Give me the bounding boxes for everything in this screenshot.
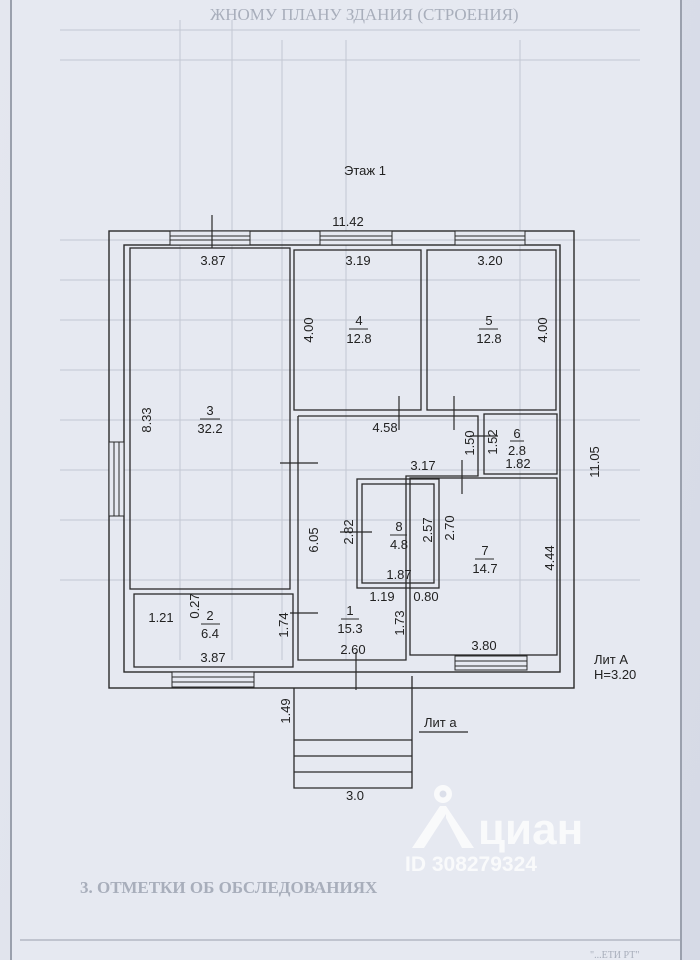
dim-porch-depth: 1.49 [278,698,293,723]
cian-watermark: циан ID 308279324 [405,785,583,876]
dim-overall-depth: 11.05 [587,446,602,478]
interior-walls [129,247,558,668]
dim-room1-right: 1.73 [392,610,407,635]
room-labels: 3 32.2 4 12.8 5 12.8 6 2.8 7 14.7 8 4.8 … [197,313,526,641]
dim-room6-bottom: 1.82 [505,456,530,471]
room-1-area: 15.3 [337,621,362,636]
dim-room3-side: 8.33 [139,407,154,432]
dim-room7-bottom: 3.80 [471,638,496,653]
dim-overall-width: 11.42 [332,214,364,229]
ghost-corner-text: "...ЕТИ РТ" [590,950,639,960]
ghost-header-text: ЖНОМУ ПЛАНУ ЗДАНИЯ (СТРОЕНИЯ) [210,5,519,24]
dim-room8-bottom: 1.87 [386,567,411,582]
room-3-number: 3 [206,403,213,418]
dim-room2-b: 0.27 [187,593,202,618]
porch [293,676,468,789]
dim-room4-side: 4.00 [301,317,316,342]
room-2-area: 6.4 [201,626,219,641]
room-6-area: 2.8 [508,443,526,458]
window-top-middle [319,230,393,246]
dim-room1-small-a: 1.19 [369,589,394,604]
dim-room7-side-a: 1.50 [462,430,477,455]
door-marks [211,215,498,690]
dimension-labels: 11.42 3.87 3.19 3.20 4.58 1.82 3.17 1.87… [148,214,530,803]
dim-room2-bottom: 3.87 [200,650,225,665]
window-bottom-left [171,671,255,688]
room-3-area: 32.2 [197,421,222,436]
dim-room7-top: 3.17 [410,458,435,473]
watermark-id: ID 308279324 [405,853,537,876]
floor-title: Этаж 1 [344,163,386,178]
dim-room8-right: 2.57 [420,517,435,542]
room-4-number: 4 [355,313,362,328]
room-6-number: 6 [513,426,520,441]
dim-room6-side: 1.52 [485,429,500,454]
dim-porch-width: 3.0 [346,788,364,803]
lit-a-upper-label: Лит А [594,652,628,667]
dim-room1-small-b: 0.80 [413,589,438,604]
room-7-area: 14.7 [472,561,497,576]
dimension-labels-vertical: 8.33 4.00 4.00 11.05 1.52 1.50 2.70 4.44… [139,317,602,723]
ghost-bottom-text: 3. ОТМЕТКИ ОБ ОБСЛЕДОВАНИЯХ [80,878,378,897]
room-1-number: 1 [346,603,353,618]
window-top-left [169,230,251,246]
room-5-area: 12.8 [476,331,501,346]
window-bottom-right [454,655,528,671]
room-8-number: 8 [395,519,402,534]
windows [108,230,528,688]
window-left [108,441,125,517]
room-7-number: 7 [481,543,488,558]
height-label: H=3.20 [594,667,636,682]
dim-room1-bottom: 2.60 [340,642,365,657]
watermark-brand: циан [478,805,583,854]
dim-room5-side: 4.00 [535,317,550,342]
dim-room8-left: 2.82 [341,519,356,544]
dim-room1-side: 6.05 [306,527,321,552]
dim-room2-a: 1.21 [148,610,173,625]
dim-room7-side-b: 2.70 [442,515,457,540]
dim-room5-top: 3.20 [477,253,502,268]
room-2-number: 2 [206,608,213,623]
dim-room3-top: 3.87 [200,253,225,268]
dim-room4-top: 3.19 [345,253,370,268]
cian-logo-icon [412,785,474,848]
room-4-area: 12.8 [346,331,371,346]
room-5-number: 5 [485,313,492,328]
room-fraction-lines [200,328,524,625]
window-top-right [454,230,526,246]
dim-room1-left: 1.74 [276,612,291,637]
dim-hall-upper: 4.58 [372,420,397,435]
room-8-area: 4.8 [390,537,408,552]
dim-room7-right: 4.44 [542,545,557,570]
lit-a-lower-label: Лит а [424,715,457,730]
